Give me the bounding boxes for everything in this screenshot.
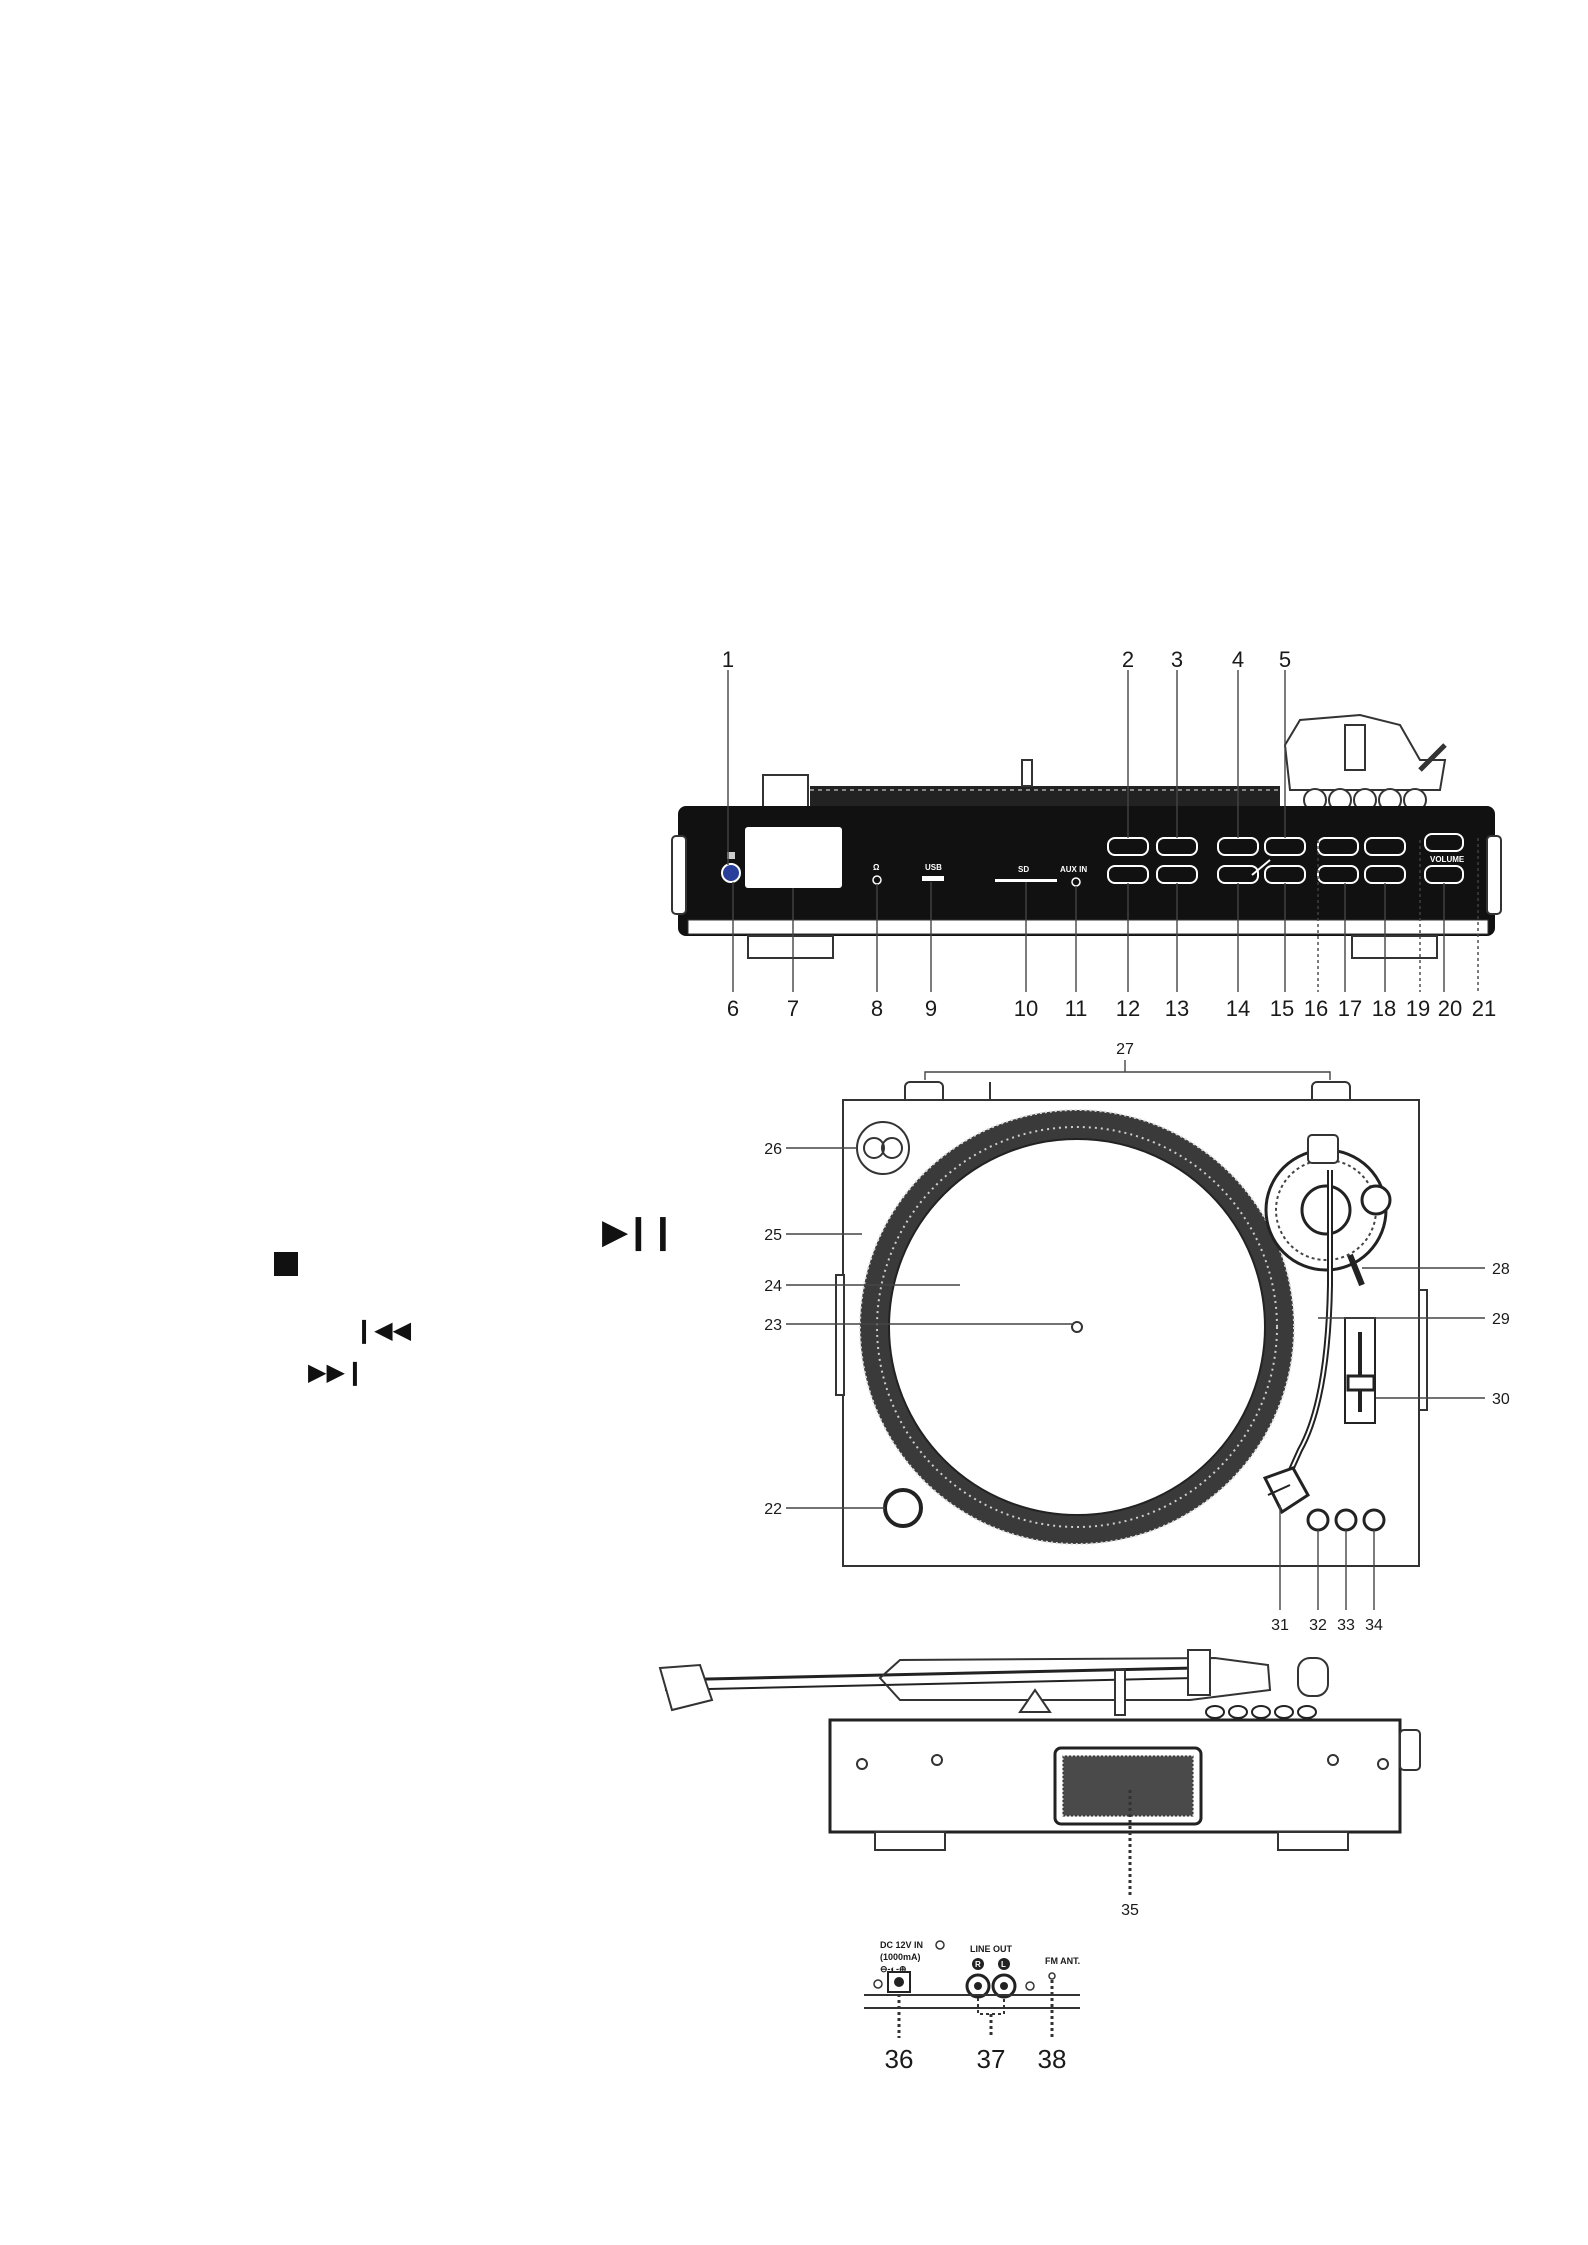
callout-35: 35 bbox=[1121, 1902, 1139, 1919]
speed-button-1 bbox=[1308, 1510, 1328, 1530]
lcd-display bbox=[745, 827, 842, 888]
headphone-icon: Ω bbox=[873, 863, 880, 872]
callout-28: 28 bbox=[1492, 1261, 1510, 1278]
dc-current-label: (1000mA) bbox=[880, 1952, 921, 1962]
pitch-slider-knob bbox=[1348, 1376, 1374, 1390]
callout-37: 37 bbox=[977, 2044, 1006, 2074]
callout-3: 3 bbox=[1171, 647, 1183, 672]
callout-21: 21 bbox=[1472, 996, 1496, 1021]
callout-22: 22 bbox=[764, 1501, 782, 1518]
dc-label: DC 12V IN bbox=[880, 1940, 923, 1950]
callout-1: 1 bbox=[722, 647, 734, 672]
callout-25: 25 bbox=[764, 1227, 782, 1244]
callout-23: 23 bbox=[764, 1317, 782, 1334]
rear-panel: DC 12V IN (1000mA) ⊖-◐-⊕ LINE OUT R L FM… bbox=[864, 1940, 1080, 2074]
speed-button-2 bbox=[1336, 1510, 1356, 1530]
fm-antenna-label: FM ANT. bbox=[1045, 1956, 1080, 1966]
standby-button bbox=[722, 864, 740, 882]
callout-34: 34 bbox=[1365, 1617, 1383, 1634]
callout-4: 4 bbox=[1232, 647, 1244, 672]
callout-38: 38 bbox=[1038, 2044, 1067, 2074]
callout-5: 5 bbox=[1279, 647, 1291, 672]
callout-15: 15 bbox=[1270, 996, 1294, 1021]
callout-20: 20 bbox=[1438, 996, 1462, 1021]
callout-29: 29 bbox=[1492, 1311, 1510, 1328]
front-foot-right bbox=[1352, 936, 1437, 958]
callout-24: 24 bbox=[764, 1278, 782, 1295]
front-view: Ω USB SD AUX IN VOLUME bbox=[672, 647, 1501, 1021]
callout-27: 27 bbox=[1116, 1041, 1134, 1058]
side-view: 35 bbox=[660, 1650, 1420, 1919]
l-channel-label: L bbox=[1001, 1960, 1006, 1969]
side-tonearm-pivot bbox=[1188, 1650, 1210, 1695]
callout-36: 36 bbox=[885, 2044, 914, 2074]
r-channel-label: R bbox=[975, 1960, 981, 1969]
top-view: 27 bbox=[764, 1041, 1510, 1634]
callout-19: 19 bbox=[1406, 996, 1430, 1021]
aux-in-label: AUX IN bbox=[1060, 865, 1087, 874]
spindle bbox=[1072, 1322, 1082, 1332]
start-stop-knob bbox=[885, 1490, 921, 1526]
callout-14: 14 bbox=[1226, 996, 1250, 1021]
callout-17: 17 bbox=[1338, 996, 1362, 1021]
callout-12: 12 bbox=[1116, 996, 1140, 1021]
side-counterweight bbox=[1298, 1658, 1328, 1696]
callout-13: 13 bbox=[1165, 996, 1189, 1021]
usb-label: USB bbox=[925, 863, 942, 872]
callout-2: 2 bbox=[1122, 647, 1134, 672]
callout-7: 7 bbox=[787, 996, 799, 1021]
front-tonearm bbox=[1285, 715, 1445, 811]
fm-antenna-jack bbox=[1049, 1973, 1055, 1979]
callout-10: 10 bbox=[1014, 996, 1038, 1021]
front-dust-hinge bbox=[763, 775, 808, 810]
front-foot-left bbox=[748, 936, 833, 958]
callout-18: 18 bbox=[1372, 996, 1396, 1021]
callout-33: 33 bbox=[1337, 1617, 1355, 1634]
line-out-label: LINE OUT bbox=[970, 1944, 1013, 1954]
callout-16: 16 bbox=[1304, 996, 1328, 1021]
speed-button-3 bbox=[1364, 1510, 1384, 1530]
side-headshell bbox=[660, 1665, 712, 1710]
callout-9: 9 bbox=[925, 996, 937, 1021]
callout-8: 8 bbox=[871, 996, 883, 1021]
callout-26: 26 bbox=[764, 1141, 782, 1158]
counterweight bbox=[1308, 1135, 1338, 1163]
sd-label: SD bbox=[1018, 865, 1029, 874]
volume-label: VOLUME bbox=[1430, 855, 1465, 864]
callout-31: 31 bbox=[1271, 1617, 1289, 1634]
callout-6: 6 bbox=[727, 996, 739, 1021]
callout-11: 11 bbox=[1065, 996, 1088, 1021]
callout-32: 32 bbox=[1309, 1617, 1327, 1634]
callout-30: 30 bbox=[1492, 1391, 1510, 1408]
